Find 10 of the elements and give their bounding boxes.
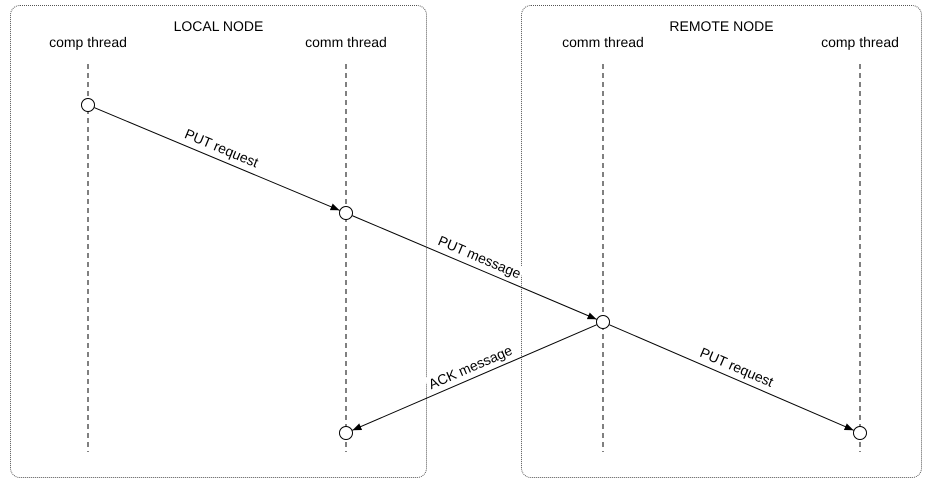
message-arrow bbox=[94, 107, 340, 211]
group-title: LOCAL NODE bbox=[172, 18, 264, 34]
lifeline-label: comp thread bbox=[820, 34, 900, 50]
lifeline-label: comm thread bbox=[304, 34, 388, 50]
lifeline-label: comm thread bbox=[561, 34, 645, 50]
lifeline-label: comp thread bbox=[48, 34, 128, 50]
message-arrow bbox=[608, 324, 854, 431]
message-arrow bbox=[352, 324, 598, 431]
group-title: REMOTE NODE bbox=[668, 18, 775, 34]
message-arrow bbox=[352, 215, 598, 320]
